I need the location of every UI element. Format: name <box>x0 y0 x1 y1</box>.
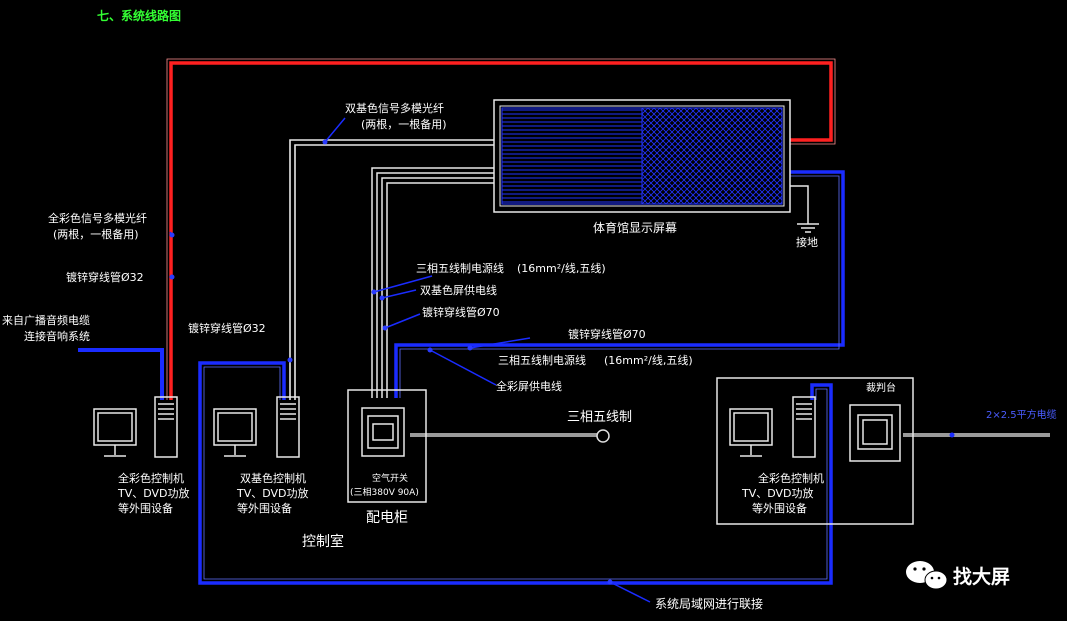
dual-color-controller <box>213 396 300 458</box>
full-controller-tv: TV、DVD功放 <box>117 486 190 500</box>
blue-lan-line <box>198 361 833 585</box>
brand-name: 找大屏 <box>953 565 1010 588</box>
cable-label: 2×2.5平方电缆 <box>986 408 1057 421</box>
pipe32-left-label: 镀锌穿线管Ø32 <box>66 270 144 284</box>
right-controller-tv: TV、DVD功放 <box>741 486 814 500</box>
control-room-label: 控制室 <box>302 533 344 550</box>
ground-symbol <box>790 185 819 233</box>
line-dots <box>169 139 613 585</box>
red-signal-line <box>169 61 833 400</box>
dual-controller-peripherals: 等外围设备 <box>237 501 292 515</box>
pipe70-b-label: 镀锌穿线管Ø70 <box>568 327 646 341</box>
blue-lan-line-inner <box>203 366 828 580</box>
broadcast-note: 连接音响系统 <box>24 329 90 343</box>
full-fiber-label: 全彩色信号多模光纤 <box>48 211 147 225</box>
cable-marker <box>949 432 955 438</box>
full-controller-label: 全彩色控制机 <box>118 471 184 485</box>
referee-area <box>716 377 914 525</box>
red-signal-line-inner <box>166 58 836 400</box>
blue-broadcast-line <box>78 348 164 400</box>
dual-controller-label: 双基色控制机 <box>240 471 306 485</box>
power-spec-top-label: (16mm²/线,五线) <box>517 261 606 275</box>
dual-fiber-note: (两根，一根备用) <box>361 117 447 131</box>
white-power-lines <box>371 167 500 398</box>
air-switch-spec: (三相380V 90A) <box>350 486 419 498</box>
pipe70-a-label: 镀锌穿线管Ø70 <box>422 305 500 319</box>
right-controller-label: 全彩色控制机 <box>758 471 824 485</box>
pipe32-mid-label: 镀锌穿线管Ø32 <box>188 321 266 335</box>
blue-power-line-inner <box>399 175 840 398</box>
referee-label: 裁判台 <box>866 381 896 394</box>
cabinet-label: 配电柜 <box>366 510 408 526</box>
right-controller-peripherals: 等外围设备 <box>752 501 807 515</box>
screen-label: 体育馆显示屏幕 <box>593 220 677 235</box>
lan-label: 系统局域网进行联接 <box>655 596 763 611</box>
three-phase-label: 三相五线制 <box>567 410 632 425</box>
diagram-title: 七、系统线路图 <box>97 8 181 23</box>
brand-badge <box>906 561 948 590</box>
power-spec-mid-label: (16mm²/线,五线) <box>604 353 693 367</box>
dual-power-label: 双基色屏供电线 <box>420 283 497 297</box>
display-screen <box>493 99 791 213</box>
power-3p5-top-label: 三相五线制电源线 <box>416 261 504 275</box>
full-color-controller <box>93 396 178 458</box>
broadcast-label: 来自广播音频电缆 <box>2 313 90 327</box>
full-controller-peripherals: 等外围设备 <box>118 501 173 515</box>
ground-label: 接地 <box>796 236 818 249</box>
distribution-cabinet <box>347 389 427 503</box>
dual-controller-tv: TV、DVD功放 <box>236 486 309 500</box>
white-fiber-line <box>289 139 500 400</box>
dual-fiber-label: 双基色信号多模光纤 <box>345 101 444 115</box>
blue-power-line <box>394 170 845 398</box>
air-switch-label: 空气开关 <box>372 472 408 484</box>
power-3p5-mid-label: 三相五线制电源线 <box>498 353 586 367</box>
terminal-circle <box>596 429 610 443</box>
full-fiber-note: (两根，一根备用) <box>53 227 139 241</box>
full-power-label: 全彩屏供电线 <box>496 379 562 393</box>
